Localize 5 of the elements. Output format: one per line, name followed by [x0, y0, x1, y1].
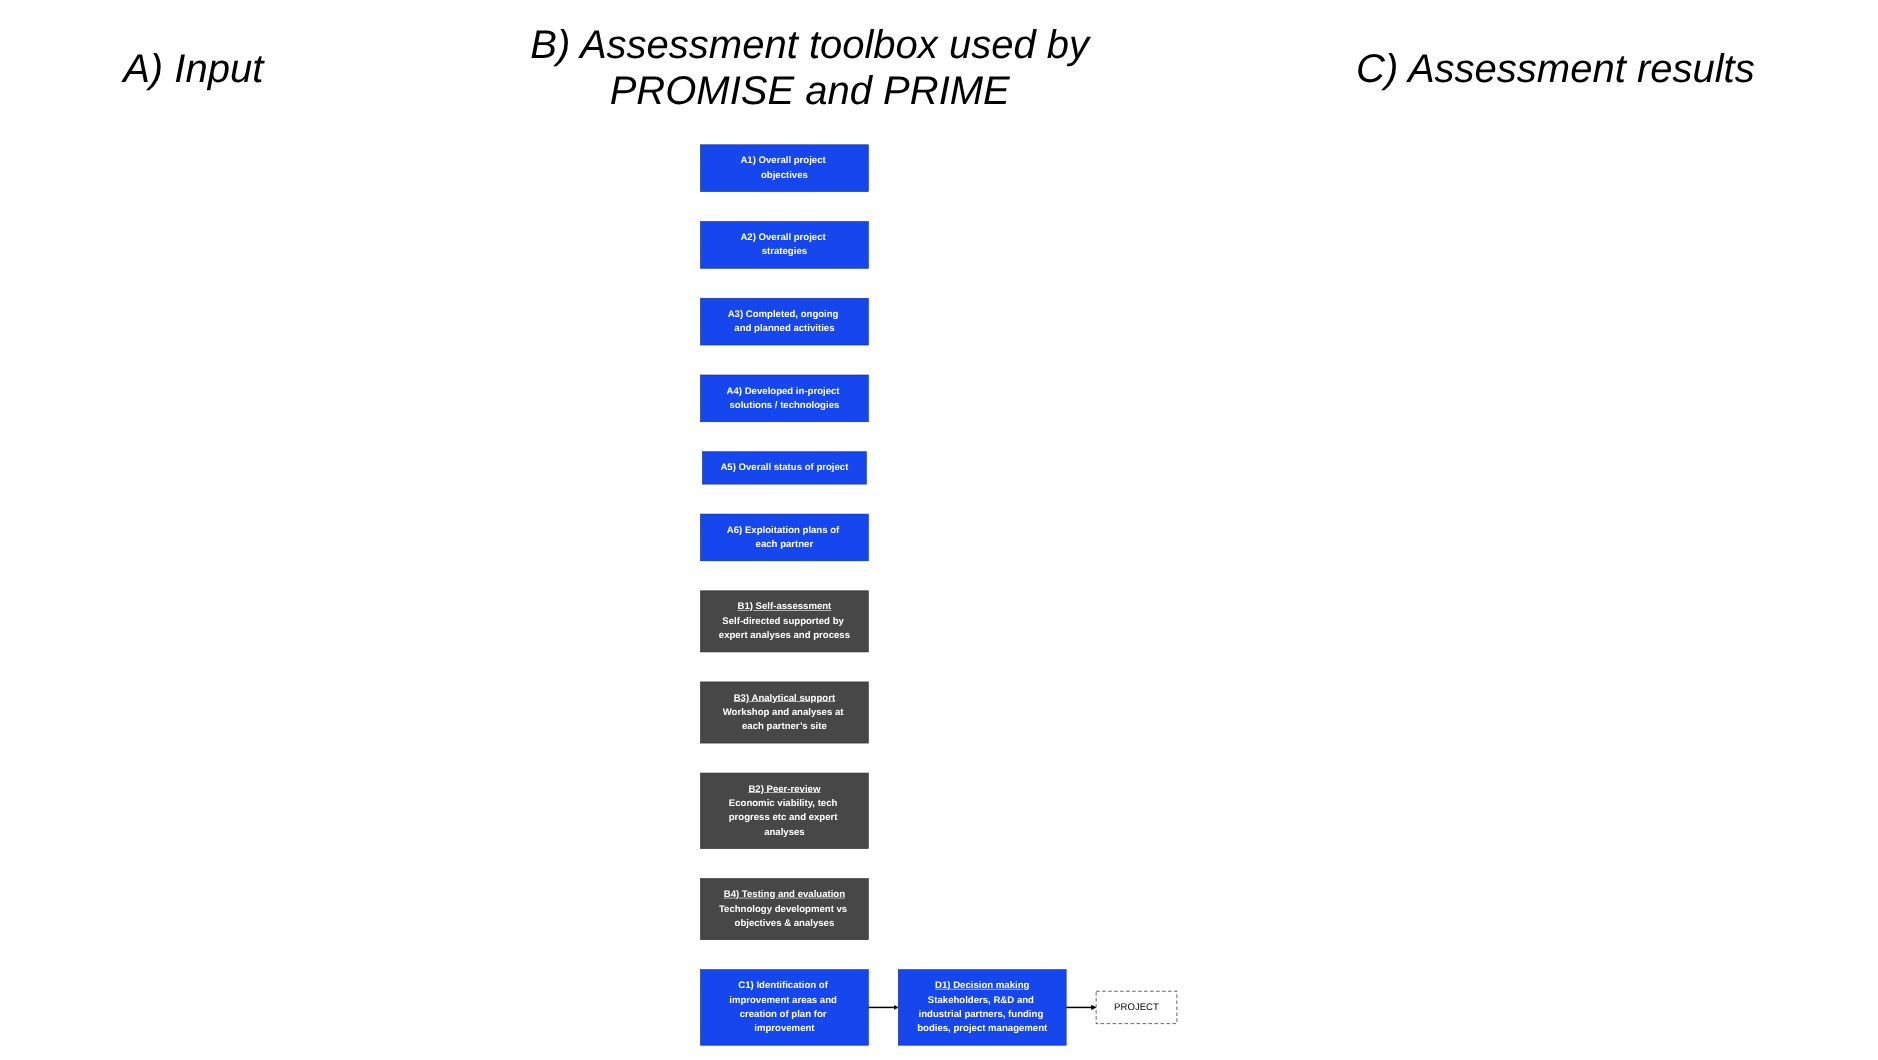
- arrow: [867, 1004, 899, 1011]
- column-heading: C) Assessment results: [1356, 47, 1755, 93]
- arrow: [1065, 1004, 1097, 1011]
- column-heading: A) Input: [123, 47, 264, 93]
- column-heading: B) Assessment toolbox used by PROMISE and PRIME: [528, 24, 1093, 116]
